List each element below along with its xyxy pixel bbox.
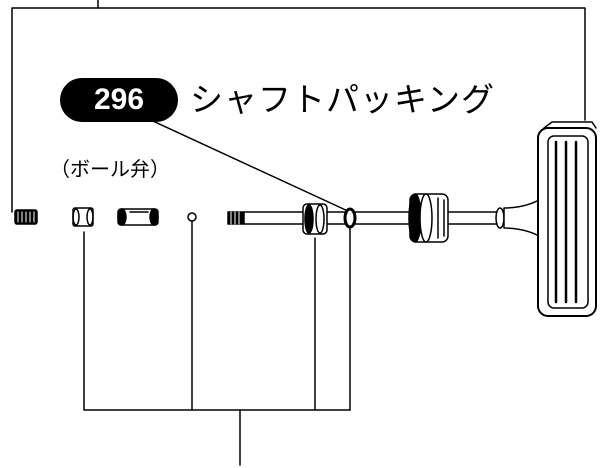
part-number-badge: 296 [60,78,178,122]
top-bracket-lines [11,0,586,213]
sleeve-part [72,207,94,227]
end-plug-part [14,209,38,225]
shaft-assembly [227,193,547,243]
ball-part [187,212,197,222]
bottom-bracket-lines [83,219,351,466]
part-number: 296 [93,83,145,116]
ball-valve-label: （ボール弁） [50,157,170,181]
callout-leader-line [141,115,351,213]
part-name-label: シャフトパッキング [190,80,496,119]
t-handle-part [537,121,597,317]
shaft-packing-part [343,207,357,229]
valve-housing-part [117,208,159,226]
